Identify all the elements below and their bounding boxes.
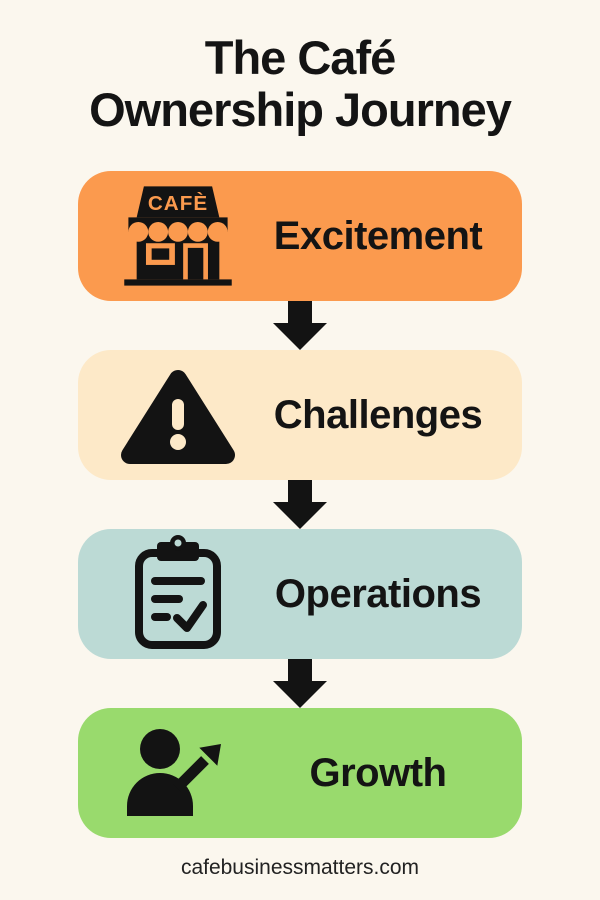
step-card-growth: Growth [78, 708, 522, 838]
person-growth-icon [116, 722, 240, 824]
warning-triangle-icon [116, 363, 240, 467]
title-line-2: Ownership Journey [89, 82, 512, 136]
cafe-sign-text: CAFÈ [148, 192, 208, 215]
journey-flow: CAFÈ Excitement [78, 171, 522, 838]
flow-arrow-down [78, 301, 522, 350]
footer-url: cafebusinessmatters.com [180, 856, 420, 879]
step-label-excitement: Excitement [273, 213, 483, 258]
cafe-storefront-icon: CAFÈ [116, 184, 240, 288]
step-label-operations: Operations [274, 571, 482, 616]
step-card-challenges: Challenges [78, 350, 522, 480]
flow-arrow-down [78, 480, 522, 529]
step-card-excitement: CAFÈ Excitement [78, 171, 522, 301]
clipboard-checklist-icon [116, 533, 240, 655]
step-card-operations: Operations [78, 529, 522, 659]
title-line-1: The Café [204, 31, 396, 84]
step-label-growth: Growth [309, 750, 447, 795]
page-title: The Café Ownership Journey [0, 32, 600, 135]
step-label-challenges: Challenges [273, 392, 483, 437]
flow-arrow-down [78, 659, 522, 708]
